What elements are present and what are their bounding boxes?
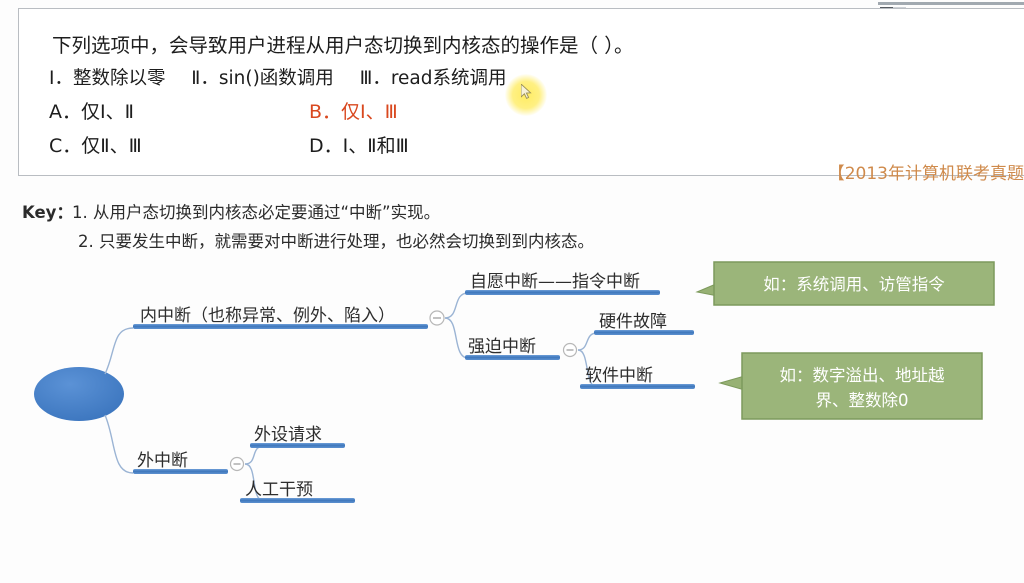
node-voluntary-interrupt[interactable]: 自愿中断——指令中断 <box>470 272 640 292</box>
callout-1-text: 如：系统调用、访管指令 <box>763 275 945 294</box>
node-outer-interrupt[interactable]: 外中断 <box>137 451 188 471</box>
question-item-1: Ⅰ．整数除以零 <box>49 68 166 89</box>
question-source-tag: 【2013年计算机联考真题 <box>827 164 1024 184</box>
option-b[interactable]: B．仅Ⅰ、Ⅲ <box>309 101 398 123</box>
question-panel: 下列选项中，会导致用户进程从用户态切换到内核态的操作是（ ）。 Ⅰ．整数除以零 … <box>18 8 1024 184</box>
hardware-fault-underline <box>594 330 694 335</box>
question-item-2: Ⅱ．sin()函数调用 <box>191 68 334 89</box>
option-d[interactable]: D．Ⅰ、Ⅱ和Ⅲ <box>309 135 409 157</box>
key-line-2: 2. 只要发生中断，就需要对中断进行处理，也必然会切换到到内核态。 <box>78 232 594 251</box>
node-manual-intervention[interactable]: 人工干预 <box>245 480 313 500</box>
key-label: Key： <box>22 203 73 222</box>
question-stem: 下列选项中，会导致用户进程从用户态切换到内核态的操作是（ ）。 <box>52 34 634 57</box>
outer-node-underline <box>133 469 228 474</box>
callout-2-text: 如：数字溢出、地址越 界、整数除0 <box>779 366 945 410</box>
root-node-shape <box>34 367 124 421</box>
question-item-3: Ⅲ．read系统调用 <box>359 68 507 89</box>
mouse-pointer-icon <box>521 84 532 99</box>
inner-node-underline <box>133 324 428 329</box>
mindmap-graphics <box>34 261 995 503</box>
option-a[interactable]: A．仅Ⅰ、Ⅱ <box>49 101 134 123</box>
callout-1-shape <box>713 261 995 306</box>
watermark-bar <box>878 2 1024 5</box>
question-items: Ⅰ．整数除以零 Ⅱ．sin()函数调用 Ⅲ．read系统调用 <box>49 64 507 90</box>
node-inner-interrupt[interactable]: 内中断（也称异常、例外、陷入） <box>140 306 395 326</box>
node-software-interrupt[interactable]: 软件中断 <box>585 366 653 386</box>
mindmap: 中断 内中断（也称异常、例外、陷入） 自愿中断——指令中断 强迫中断 硬件故障 … <box>0 255 1024 583</box>
node-hardware-fault[interactable]: 硬件故障 <box>599 312 667 332</box>
device-request-underline <box>250 443 345 448</box>
key-line-1: 1. 从用户态切换到内核态必定要通过“中断”实现。 <box>72 203 441 222</box>
node-device-request[interactable]: 外设请求 <box>254 425 322 445</box>
software-interrupt-underline <box>580 384 695 389</box>
callout-2-shape <box>741 352 983 420</box>
forced-node-underline <box>465 355 560 360</box>
manual-underline <box>240 498 355 503</box>
voluntary-node-underline <box>465 290 660 295</box>
node-forced-interrupt[interactable]: 强迫中断 <box>468 337 536 357</box>
option-c[interactable]: C．仅Ⅱ、Ⅲ <box>49 135 142 157</box>
